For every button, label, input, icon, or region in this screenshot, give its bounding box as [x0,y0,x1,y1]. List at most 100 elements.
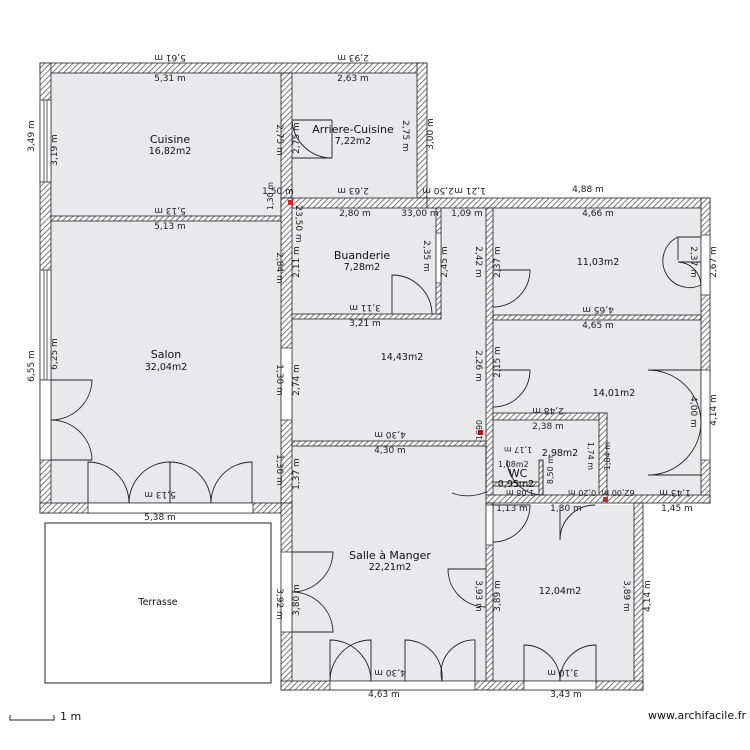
hall-floor [292,208,486,441]
dim-terr-v130: 1,30 m [274,454,284,486]
dim-terr-right: 3,92 m [274,588,284,620]
dim-bed-se-left: 3,89 m [493,580,503,612]
dim-v-2350: 23,50 m [293,205,303,242]
salon-area: 32,04m2 [145,362,188,373]
dim-salon-left-ext: 6,55 m [27,350,37,382]
dim-cuisine-left-int: 3,19 m [50,134,60,166]
dim-cuisine-ext-top: 5,61 m [154,52,186,62]
cuisine-name: Cuisine [150,133,190,146]
dim-seg-020: 0,20 m [568,488,596,497]
dim-bath-top-a: 2,48 m [532,405,564,415]
dim-right-ext-top: 4,88 m [572,185,604,195]
dim-arr-bottom: 2,63 m [337,185,369,195]
bedroom-ne-area: 11,03m2 [577,257,620,268]
room-floors [51,73,701,681]
dim-cuisine-bottom-b: 5,13 m [154,222,186,232]
dim-cuisine-int-top: 5,31 m [154,74,186,84]
dim-arr-int-top: 2,63 m [337,74,369,84]
dim-salon-left-int: 6,25 m [50,338,60,370]
bedroom-ne-floor [493,208,701,316]
dim-buand-right2: 2,45 m [440,246,450,278]
dim-sam-right: 3,93 m [473,580,483,612]
dim-hall-bottom-b: 4,30 m [374,446,406,456]
wc-name: WC [509,467,528,480]
dim-cuisine-right: 2,75 m [274,124,284,156]
bedroom-se-floor [489,505,634,681]
dim-salon-right2: 1,30 m [274,364,284,396]
dim-hall-bottom-a: 4,30 m [374,429,406,439]
dim-cuisine-left-ext: 3,49 m [27,120,37,152]
dim-buand-right: 2,35 m [421,240,431,272]
arriere-cuisine-name: Arriere-Cuisine [312,123,394,136]
salle-a-manger-area: 22,21m2 [369,562,412,573]
arriere-cuisine-area: 7,22m2 [335,136,371,147]
dim-sam-left: 1,37 m [292,458,302,490]
room-labels: Cuisine 16,82m2 Arriere-Cuisine 7,22m2 B… [137,123,635,608]
dim-wc-a: 1,17 m [504,445,532,454]
dim-arr-ext-top: 2,93 m [337,52,369,62]
hall-area: 14,43m2 [381,352,424,363]
dim-right-ext-v: 2,67 m [709,246,719,278]
bedroom-e-area: 14,01m2 [593,388,636,399]
cuisine-area: 16,82m2 [149,146,192,157]
dim-bath-right-a: 1,74 m [586,442,595,470]
dim-hall-top-a: 33,00 m [401,209,438,219]
doors [50,119,702,682]
dim-wc-bottom: 1,08 m [506,488,534,497]
bedroom-se-area: 12,04m2 [539,586,582,597]
salon-name: Salon [151,348,182,361]
dim-bed-ne-bottom-b: 4,65 m [582,321,614,331]
dimensions: 5,31 m 2,63 m 5,13 m 1,50 m 4,88 m 4,66 … [27,52,719,700]
scale-bar [9,715,55,721]
dim-seg-062: 62,00 m [601,488,634,497]
dim-seg-130b: 1,30 m [550,504,582,514]
dim-bed-ne-bottom-a: 4,65 m [582,304,614,314]
terrasse-outline [44,522,272,684]
cuisine-floor [51,73,291,218]
dim-wc-b: 8,50 m [546,456,555,484]
dim-bed-se-bottom-int: 3,10 m [547,667,579,677]
dim-hall-top-b: 1,09 m [451,209,483,219]
dim-seg-150: 1,50 m [262,187,294,197]
dim-salon-right: 2,84 m [274,252,284,284]
dim-bed-e-ext: 4,14 m [709,394,719,426]
dim-cuisine-bottom-a: 5,13 m [154,205,186,215]
dim-v-169: 1690 [475,420,484,440]
dim-bath-top-b: 2,38 m [532,422,564,432]
dim-salon-bottom-int: 5,13 m [144,489,176,499]
buanderie-area: 7,28m2 [344,262,380,273]
dim-buand-top: 2,80 m [339,209,371,219]
salle-a-manger-name: Salle à Manger [349,549,431,562]
dim-v-130: 1,30 m [266,182,275,210]
scale-label: 1 m [60,710,82,723]
dim-bed-ne-left: 2,37 m [493,246,503,278]
dim-seg-113: 1,13 m [496,504,528,514]
dim-hall-right-a: 2,42 m [473,246,483,278]
dim-bed-e-right: 4,00 m [688,396,698,428]
dim-sam-bottom-int: 4,30 m [374,667,406,677]
wc-area: 0,95m2 [498,479,534,490]
dim-salon-bottom-ext: 5,38 m [144,513,176,523]
dim-hall-left: 2,74 m [292,364,302,396]
dim-bed-se-right-int: 3,89 m [621,580,631,612]
dim-buand-bottom-a: 3,11 m [349,302,381,312]
salle-a-manger-floor [292,445,486,681]
terrasse-name: Terrasse [137,597,177,608]
dim-bed-ne-right: 2,37 m [688,246,698,278]
dim-arr-left: 2,75 m [292,122,302,154]
wc-area-2: 1,08m2 [498,460,529,469]
dim-seg-145: 1,45 m [661,504,693,514]
dim-seg-250: 2,50 m [422,185,454,195]
dim-seg-143: 1,43 m [659,487,691,497]
dim-bed-se-bottom-ext: 3,43 m [550,690,582,700]
buanderie-name: Buanderie [334,249,391,262]
dim-hall-right-b: 2,26 m [473,350,483,382]
bathroom-area: 2,98m2 [542,448,578,459]
arriere-cuisine-floor [292,73,417,198]
dim-arr-right-ext: 3,00 m [426,118,436,150]
watermark: www.archifacile.fr [648,709,747,722]
dim-sam-left2: 3,80 m [292,584,302,616]
dim-bed-se-right-ext: 4,14 m [643,580,653,612]
dim-buand-left: 2,11 m [292,246,302,278]
